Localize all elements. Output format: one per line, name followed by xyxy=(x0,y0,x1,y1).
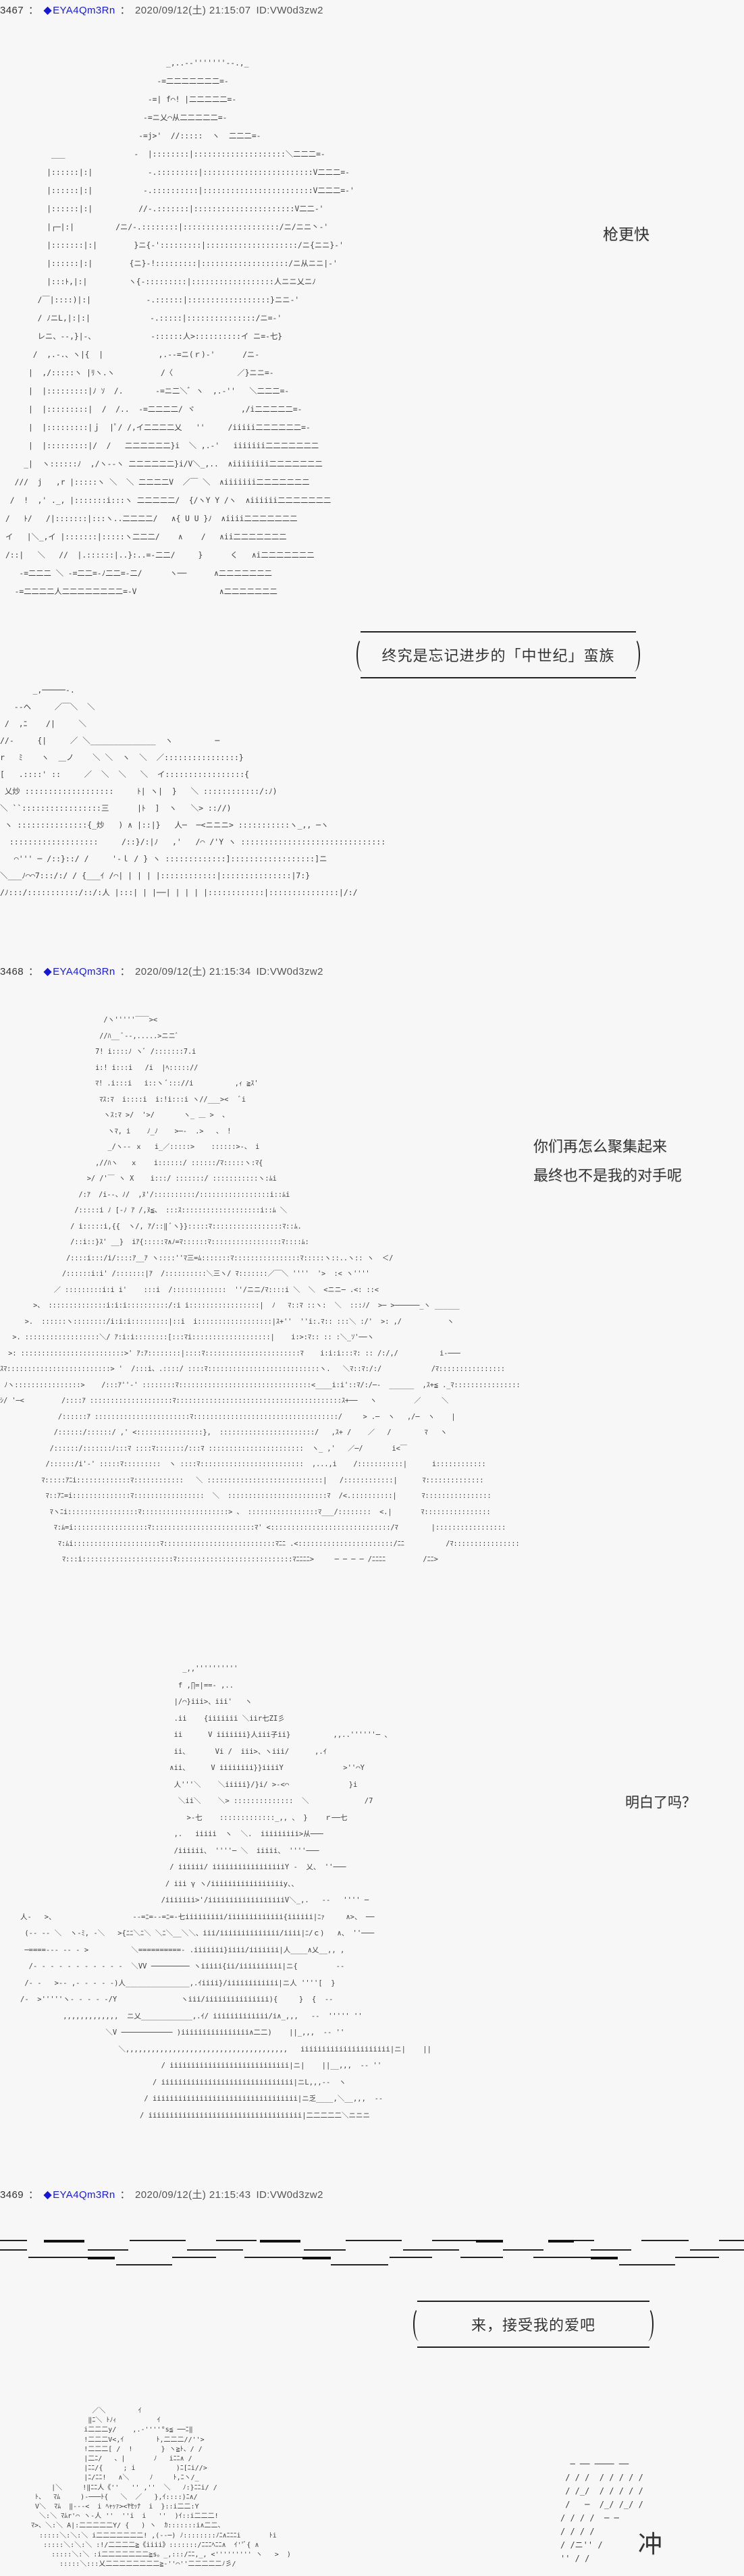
speed-line-dash xyxy=(460,2257,503,2258)
speed-line-dash xyxy=(88,2257,115,2259)
speech-bubble-text: 来，接受我的爱吧 xyxy=(471,2317,595,2334)
speed-line-dash xyxy=(244,2257,302,2258)
post-number[interactable]: 3468 xyxy=(0,966,24,977)
author-trip[interactable]: EYA4Qm3Rn xyxy=(53,2189,115,2201)
trip-diamond-icon: ◆ xyxy=(43,2189,53,2201)
post-id[interactable]: ID:VW0d3zw2 xyxy=(256,966,323,977)
speed-line-dash xyxy=(216,2249,243,2251)
speed-line-dash xyxy=(260,2240,300,2243)
speed-line-dash xyxy=(187,2249,216,2251)
post-header: 3469 ： ◆EYA4Qm3Rn ： 2020/09/12(土) 21:15:43 ID… xyxy=(0,2187,323,2203)
speech-bubble-text: 终究是忘记进步的「中世纪」蛮族 xyxy=(381,648,615,665)
post-id[interactable]: ID:VW0d3zw2 xyxy=(256,5,323,16)
ascii-art-gunman: _,..-‐'''''''‐-.,_ -=二二二二二二二=- -=| f⌒! |… xyxy=(5,59,354,596)
speed-line-dash xyxy=(503,2249,543,2251)
speed-line-dash xyxy=(574,2240,594,2241)
speed-line-dash xyxy=(88,2249,128,2251)
speed-line-dash xyxy=(390,2257,432,2258)
trip-diamond-icon: ◆ xyxy=(43,5,53,16)
speed-line-dash xyxy=(28,2257,88,2258)
motion-streaks-right: ─ ── ──── ── / / / / / / / / / /_/ / / /… xyxy=(560,2459,643,2563)
post-header: 3468 ： ◆EYA4Qm3Rn ： 2020/09/12(土) 21:15:34 ID… xyxy=(0,964,323,980)
dialogue-text: 明白了吗？ xyxy=(625,1794,696,1810)
speed-lines xyxy=(0,2240,744,2270)
author-trip[interactable]: EYA4Qm3Rn xyxy=(53,966,115,977)
speed-line-dash xyxy=(591,2249,631,2251)
speed-line-dash xyxy=(302,2257,331,2259)
speed-line-dash xyxy=(44,2240,84,2243)
speed-line-dash xyxy=(432,2240,476,2241)
speed-line-dash xyxy=(216,2240,257,2241)
sound-effect-text: 冲 xyxy=(638,2531,663,2558)
separator: ： xyxy=(28,5,39,16)
post-date: 2020/09/12(土) 21:15:43 xyxy=(135,2189,251,2201)
speed-line-dash xyxy=(130,2240,186,2241)
post-id[interactable]: ID:VW0d3zw2 xyxy=(256,2189,323,2201)
dialogue-block: 你们再怎么聚集起来 最终也不是我的对手呢 xyxy=(533,1133,683,1191)
speed-line-dash xyxy=(690,2249,719,2251)
speed-line-dash xyxy=(331,2264,388,2265)
dialogue-text: 枪更快 xyxy=(603,226,649,244)
speed-line-dash xyxy=(548,2240,574,2243)
separator: ： xyxy=(28,966,39,977)
post-number[interactable]: 3469 xyxy=(0,2189,24,2201)
ascii-art-charging-figure: ／＼ ｲ ‖ﾆ＼ ﾄﾉｨ ｲ i二二二y/ ,.-''''°s≦ ──ﾆ‖ !二… xyxy=(31,2407,291,2569)
speech-bubble: 来，接受我的爱吧 xyxy=(413,2301,654,2348)
speed-line-dash xyxy=(432,2249,459,2251)
separator: ： xyxy=(119,966,131,977)
speed-line-dash xyxy=(116,2264,172,2265)
speed-line-dash xyxy=(304,2249,346,2251)
post-date: 2020/09/12(土) 21:15:07 xyxy=(135,5,251,16)
ascii-art-armored-figure: _,,'''''''''' f ,∏=|==- ,.. |/⌒}iii>、iii… xyxy=(20,1665,431,2120)
separator: ： xyxy=(119,2189,131,2201)
speed-line-dash xyxy=(0,2249,27,2251)
speed-line-dash xyxy=(641,2240,689,2241)
speed-line-dash xyxy=(476,2240,503,2243)
dialogue-line-1: 你们再怎么聚集起来 xyxy=(533,1139,668,1156)
speed-line-dash xyxy=(533,2257,591,2258)
trip-diamond-icon: ◆ xyxy=(43,966,53,977)
separator: ： xyxy=(28,2189,39,2201)
speech-bubble: 终究是忘记进步的「中世纪」蛮族 xyxy=(356,631,640,678)
dialogue-line-2: 最终也不是我的对手呢 xyxy=(533,1168,683,1185)
ascii-art-warrior-crowd: /ヽ'''''￣￣>< //ﾊ__ ﾞ--,.....>ニニﾞ 7! i::::… xyxy=(0,1017,521,1563)
speed-line-dash xyxy=(619,2264,675,2265)
speed-line-dash xyxy=(591,2257,618,2259)
post-number[interactable]: 3467 xyxy=(0,5,24,16)
speed-line-dash xyxy=(346,2240,402,2241)
post-header: 3467 ： ◆EYA4Qm3Rn ： 2020/09/12(土) 21:15:07 ID… xyxy=(0,3,323,19)
speed-line-dash xyxy=(719,2249,744,2251)
speed-line-dash xyxy=(172,2257,216,2258)
speed-line-dash xyxy=(675,2257,719,2258)
author-trip[interactable]: EYA4Qm3Rn xyxy=(53,5,115,16)
speed-line-dash xyxy=(0,2240,27,2241)
ascii-art-barbarian: _,─────‐. --ヘ ／￣＼ ＼ / ,ﾆ /| ＼ //- {| ／ ＼… xyxy=(0,685,386,897)
speed-line-dash xyxy=(403,2249,432,2251)
speed-line-dash xyxy=(719,2240,744,2241)
separator: ： xyxy=(119,5,131,16)
motion-streaks: / / / / / / / xyxy=(395,2376,557,2572)
post-date: 2020/09/12(土) 21:15:34 xyxy=(135,966,251,977)
